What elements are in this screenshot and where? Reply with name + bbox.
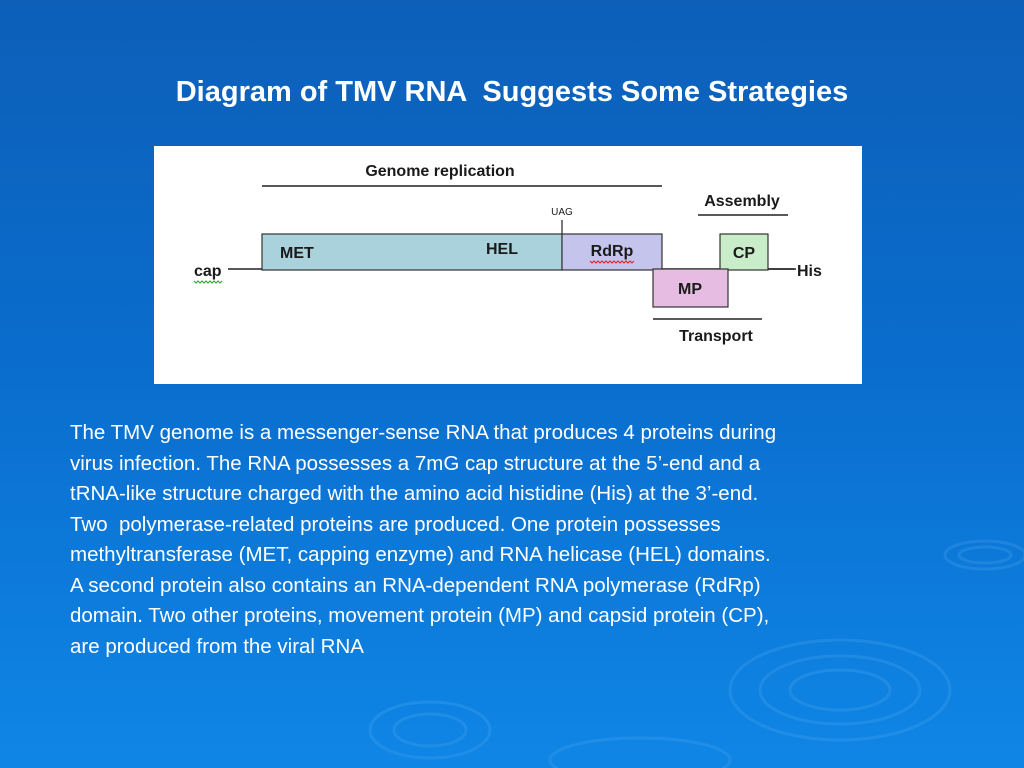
slide-title: Diagram of TMV RNA Suggests Some Strateg… xyxy=(175,76,849,108)
assembly-label: Assembly xyxy=(704,193,780,210)
body-paragraph: The TMV genome is a messenger-sense RNA … xyxy=(70,418,970,662)
mp-box xyxy=(652,268,729,308)
body-line: tRNA-like structure charged with the ami… xyxy=(70,482,759,505)
cap-squiggle xyxy=(193,280,223,284)
body-line: are produced from the viral RNA xyxy=(70,634,364,658)
tmv-genome-diagram: Genome replication Assembly UAG cap His … xyxy=(154,146,862,384)
genome-replication-label: Genome replication xyxy=(365,163,514,180)
hel-label: HEL xyxy=(486,241,518,258)
met-label: MET xyxy=(280,245,314,262)
body-line: virus infection. The RNA possesses a 7mG… xyxy=(70,451,761,475)
mp-label: MP xyxy=(678,281,702,298)
body-line: methyltransferase (MET, capping enzyme) … xyxy=(70,543,771,566)
cp-label: CP xyxy=(733,245,756,262)
body-line: domain. Two other proteins, movement pro… xyxy=(70,604,770,627)
body-line: A second protein also contains an RNA-de… xyxy=(70,573,761,597)
cap-label: cap xyxy=(194,263,222,280)
body-line: Two polymerase-related proteins are prod… xyxy=(70,512,721,536)
uag-label: UAG xyxy=(551,207,573,218)
transport-label: Transport xyxy=(679,328,753,345)
rdrp-box xyxy=(561,233,663,271)
cp-box xyxy=(719,233,769,271)
rdrp-label: RdRp xyxy=(591,243,634,260)
rdrp-squiggle xyxy=(589,260,635,264)
tmv-genome-map: Genome replication Assembly UAG cap His … xyxy=(193,163,822,345)
body-line: The TMV genome is a messenger-sense RNA … xyxy=(70,421,777,444)
his-label: His xyxy=(797,263,822,280)
met-hel-box xyxy=(261,233,563,271)
